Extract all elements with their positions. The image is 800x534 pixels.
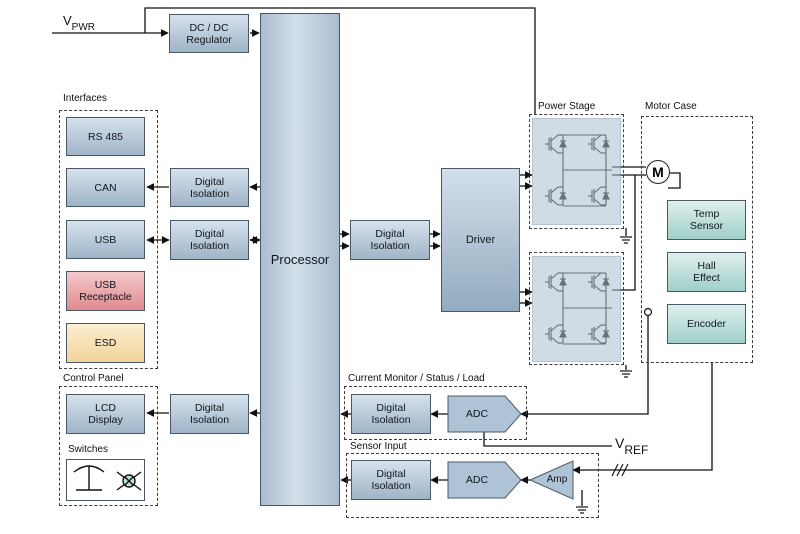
- hall-effect-block: Hall Effect: [667, 252, 746, 292]
- can-block: CAN: [66, 168, 145, 207]
- interfaces-label: Interfaces: [63, 93, 107, 104]
- motor-case-label: Motor Case: [645, 101, 697, 112]
- power-stage-label: Power Stage: [538, 101, 596, 112]
- motor-symbol: M: [646, 160, 670, 184]
- usb-receptacle-block: USB Receptacle: [66, 271, 145, 311]
- digital-isolation-usb: Digital Isolation: [170, 220, 249, 260]
- digital-isolation-lcd: Digital Isolation: [170, 394, 249, 434]
- esd-block: ESD: [66, 323, 145, 363]
- sensor-input-label: Sensor Input: [350, 441, 407, 452]
- driver-block: Driver: [441, 168, 520, 312]
- amp-label: Amp: [546, 474, 568, 485]
- sensor-input-group: [346, 453, 599, 518]
- switches-label: Switches: [68, 444, 109, 455]
- dcdc-regulator-block: DC / DC Regulator: [169, 14, 249, 53]
- control-panel-label: Control Panel: [63, 373, 124, 384]
- power-stage-panel-lower: [532, 256, 621, 362]
- adc-current-shape: [447, 395, 522, 433]
- encoder-block: Encoder: [667, 304, 746, 344]
- rs485-block: RS 485: [66, 117, 145, 156]
- vpwr-sub: PWR: [71, 22, 96, 33]
- control-panel-group: [59, 386, 158, 506]
- push-button-switch-icon: [73, 465, 105, 491]
- adc-current-label: ADC: [465, 408, 489, 420]
- vref-sub: REF: [624, 443, 649, 457]
- digital-isolation-current: Digital Isolation: [351, 394, 431, 434]
- vref-main: V: [615, 435, 625, 451]
- digital-isolation-sensor: Digital Isolation: [351, 460, 431, 500]
- interfaces-group: [59, 110, 158, 369]
- lamp-switch-icon: [116, 471, 142, 491]
- current-monitor-label: Current Monitor / Status / Load: [348, 373, 485, 384]
- current-monitor-group: [344, 386, 527, 440]
- vpwr-label: VPWR: [63, 13, 95, 33]
- digital-isolation-can: Digital Isolation: [170, 168, 249, 207]
- motor-case-group: [641, 116, 753, 363]
- vpwr-main: V: [63, 13, 72, 28]
- processor-block: Processor: [260, 13, 340, 506]
- usb-block: USB: [66, 220, 145, 259]
- power-stage-panel-upper: [532, 118, 621, 225]
- power-stage-group-upper: [529, 114, 624, 229]
- lcd-display-block: LCD Display: [66, 394, 145, 434]
- temp-sensor-block: Temp Sensor: [667, 200, 746, 240]
- adc-sensor-shape: [447, 461, 522, 499]
- amp-shape: [528, 460, 574, 500]
- vref-label: VREF: [615, 435, 648, 456]
- digital-isolation-driver: Digital Isolation: [350, 220, 430, 260]
- power-stage-group-lower: [529, 252, 624, 365]
- adc-sensor-label: ADC: [465, 474, 489, 486]
- switches-block: [66, 459, 145, 501]
